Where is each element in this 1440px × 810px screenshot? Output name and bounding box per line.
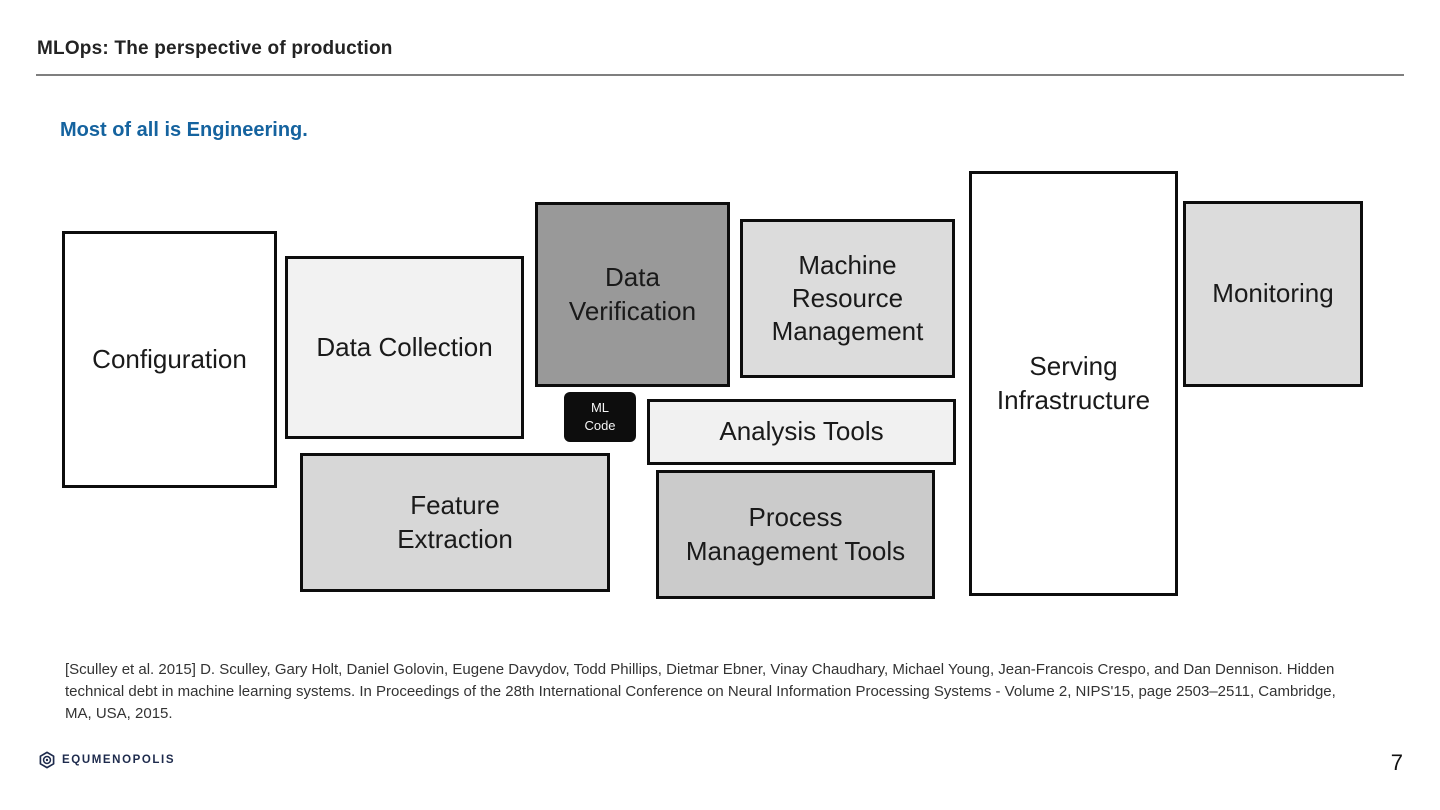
diagram-box-data-collection: Data Collection xyxy=(285,256,524,439)
box-label-serving-infrastructure: Serving Infrastructure xyxy=(996,351,1151,415)
box-label-ml-code: ML Code xyxy=(584,400,616,433)
page-number: 7 xyxy=(1390,750,1403,775)
box-label-machine-resource-management: Machine Resource Management xyxy=(771,249,924,347)
box-label-analysis-tools: Analysis Tools xyxy=(719,416,884,447)
hexagon-ring-logo-icon xyxy=(38,751,56,769)
box-label-configuration: Configuration xyxy=(92,343,247,374)
diagram-box-monitoring: Monitoring xyxy=(1183,201,1363,387)
footer-brand: EQUMENOPOLIS xyxy=(38,750,175,770)
slide-header-title: MLOps: The perspective of production xyxy=(37,38,393,59)
citation-text: [Sculley et al. 2015] D. Sculley, Gary H… xyxy=(65,661,1336,722)
box-label-data-collection: Data Collection xyxy=(316,331,493,362)
diagram-box-analysis-tools: Analysis Tools xyxy=(647,399,956,465)
brand-name: EQUMENOPOLIS xyxy=(62,754,176,766)
box-label-monitoring: Monitoring xyxy=(1212,278,1334,309)
header-divider-line xyxy=(36,74,1404,76)
diagram-box-serving-infrastructure: Serving Infrastructure xyxy=(969,171,1178,596)
box-label-data-verification: Data Verification xyxy=(568,262,697,326)
diagram-box-data-verification: Data Verification xyxy=(535,202,730,387)
box-label-process-management-tools: Process Management Tools xyxy=(685,502,906,566)
diagram-box-process-management-tools: Process Management Tools xyxy=(656,470,935,599)
diagram-box-feature-extraction: Feature Extraction xyxy=(300,453,610,592)
slide-subtitle: Most of all is Engineering. xyxy=(60,119,308,141)
diagram-box-ml-code: ML Code xyxy=(564,392,636,442)
box-label-feature-extraction: Feature Extraction xyxy=(397,490,513,554)
diagram-box-configuration: Configuration xyxy=(62,231,277,488)
diagram-box-machine-resource-management: Machine Resource Management xyxy=(740,219,955,378)
